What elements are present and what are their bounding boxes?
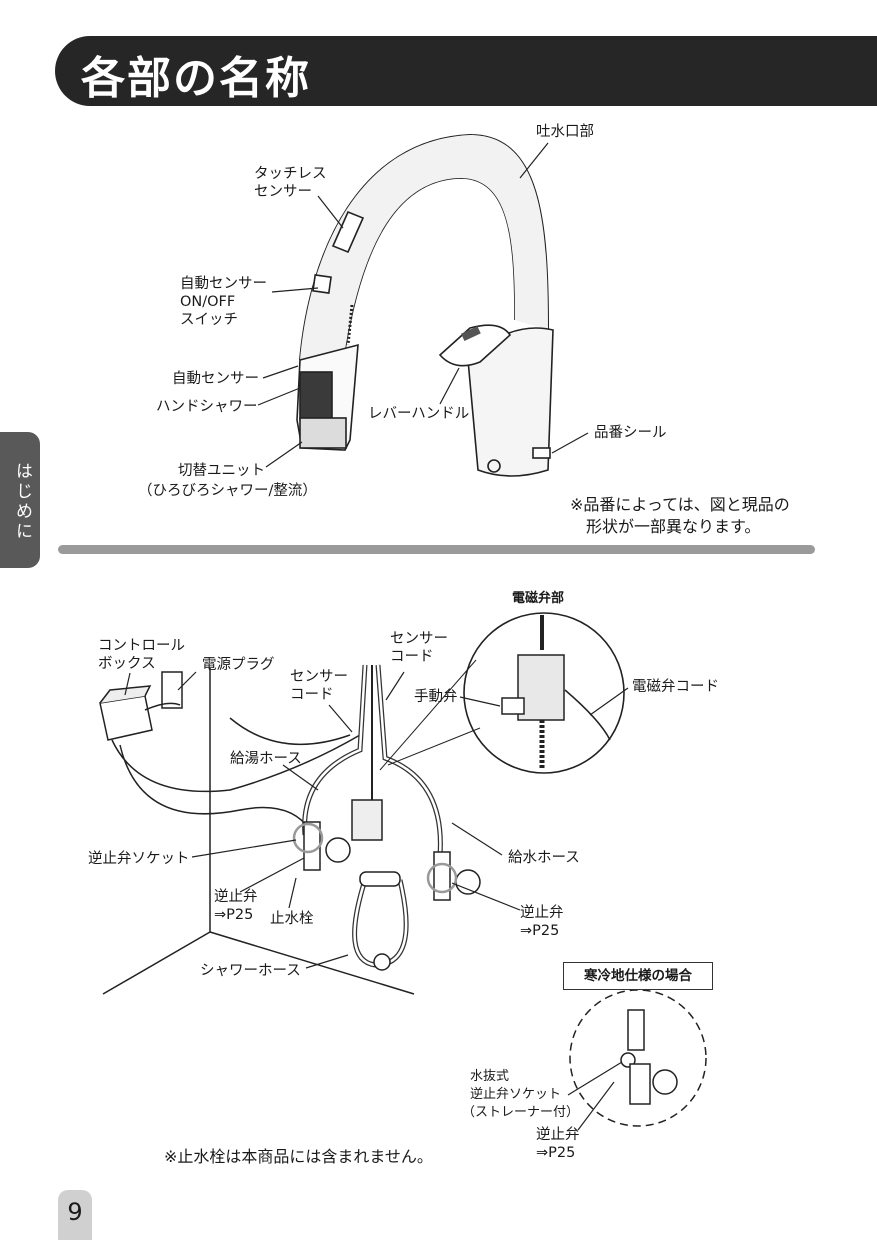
label-check-valve-left: 逆止弁 ⇒P25 xyxy=(214,889,258,923)
label-lever-handle: レバーハンドル xyxy=(368,406,470,422)
faucet-leaders xyxy=(257,142,589,468)
page-title: 各部の名称 xyxy=(81,53,311,104)
cold-region-title: 寒冷地仕様の場合 xyxy=(563,962,713,990)
label-auto-sensor: 自動センサー xyxy=(172,371,259,387)
plumbing-leaders xyxy=(124,671,629,1131)
section-divider xyxy=(58,545,815,554)
label-touchless-sensor: タッチレス センサー xyxy=(254,166,327,200)
label-drain-socket-sub: （ストレーナー付） xyxy=(462,1105,580,1120)
plumbing-note: ※止水栓は本商品には含まれません。 xyxy=(164,1147,433,1166)
label-stop-valve: 止水栓 xyxy=(270,911,314,927)
title-bar: 各部の名称 xyxy=(55,36,877,106)
label-solenoid-valve-part: 電磁弁部 xyxy=(512,591,565,606)
section-tab[interactable]: はじめに xyxy=(0,432,40,568)
page-number-badge: 9 xyxy=(58,1190,92,1240)
label-cold-check-valve: 逆止弁 ⇒P25 xyxy=(536,1127,580,1161)
label-switch-unit: 切替ユニット xyxy=(178,463,265,479)
faucet-illustration xyxy=(296,133,554,477)
label-switch-unit-sub: （ひろびろシャワー/整流） xyxy=(138,483,317,499)
label-solenoid-valve-cord: 電磁弁コード xyxy=(632,679,719,695)
label-sensor-cord-2: センサー コード xyxy=(390,631,448,665)
label-shower-hose: シャワーホース xyxy=(200,963,301,979)
page-number: 9 xyxy=(67,1198,83,1226)
label-drain-socket: 水抜式 逆止弁ソケット xyxy=(470,1069,562,1102)
label-sensor-cord-1: センサー コード xyxy=(290,669,348,703)
faucet-note: ※品番によっては、図と現品の 形状が一部異なります。 xyxy=(570,495,790,536)
label-spout: 吐水口部 xyxy=(536,124,594,140)
label-control-box: コントロール ボックス xyxy=(98,638,185,672)
label-check-valve-right: 逆止弁 ⇒P25 xyxy=(520,905,564,939)
section-tab-label: はじめに xyxy=(12,462,32,542)
label-auto-sensor-switch: 自動センサー ON/OFF スイッチ xyxy=(180,276,267,328)
label-manual-valve: 手動弁 xyxy=(414,689,458,705)
label-hot-water-hose: 給湯ホース xyxy=(230,751,302,767)
label-part-number-seal: 品番シール xyxy=(594,425,667,441)
plumbing-illustration xyxy=(99,612,707,1127)
label-power-plug: 電源プラグ xyxy=(202,657,275,673)
label-check-valve-socket: 逆止弁ソケット xyxy=(88,851,190,867)
label-hand-shower: ハンドシャワー xyxy=(156,399,258,415)
label-cold-water-hose: 給水ホース xyxy=(508,850,580,866)
